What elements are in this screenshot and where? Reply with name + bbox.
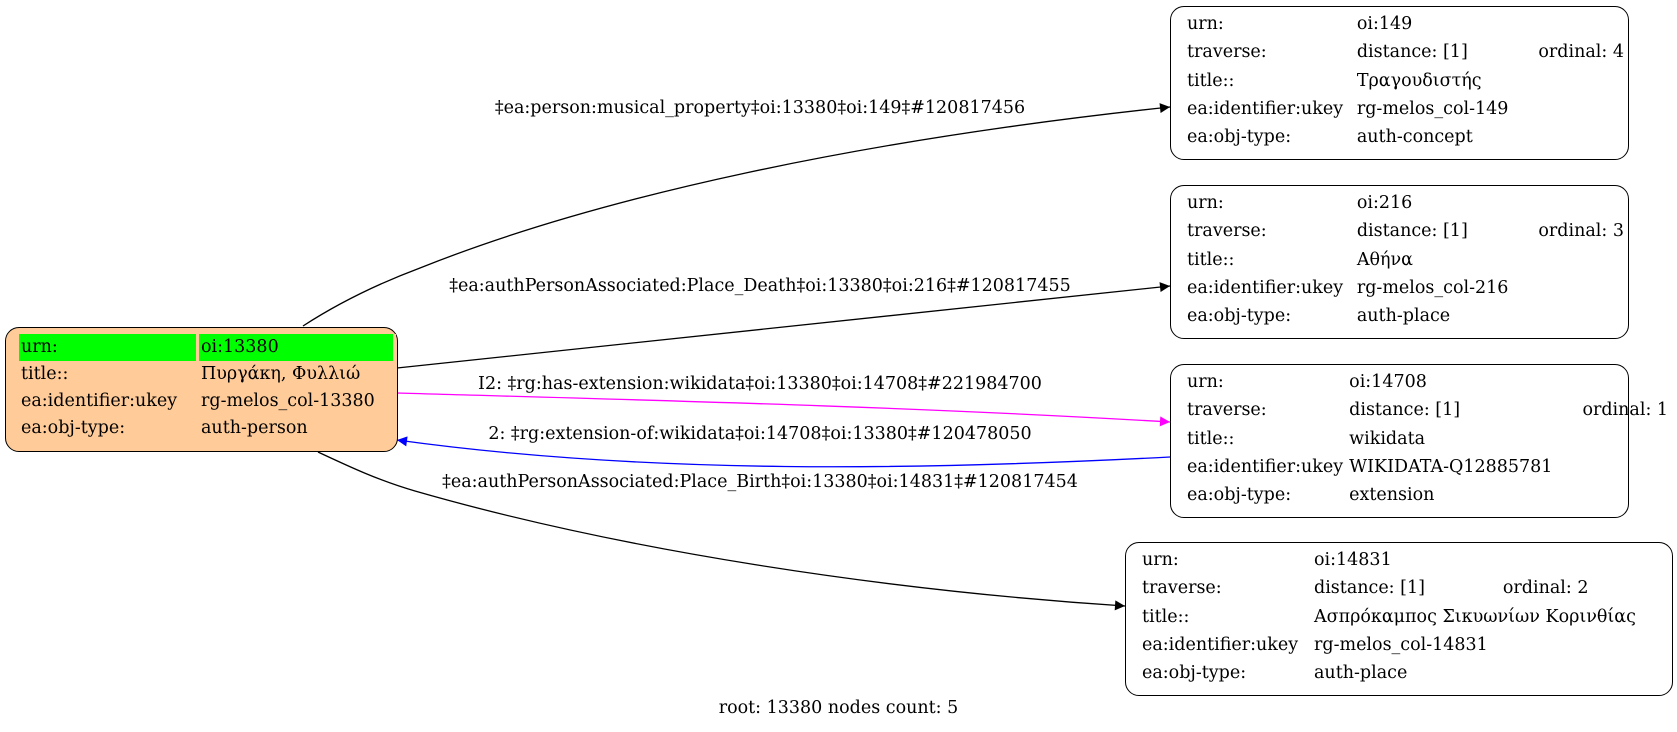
root-field-value: auth-person <box>201 418 308 438</box>
field-value: auth-concept <box>1356 127 1473 148</box>
field-key: ea:identifier:ukey <box>1187 456 1344 477</box>
node-row-traverse: traverse: distance: [1] ordinal: 2 <box>1140 574 1640 602</box>
node-oi-216[interactable]: urn: oi:216 traverse: distance: [1] ordi… <box>1170 185 1629 339</box>
node-row-urn: urn: oi:14708 <box>1185 368 1672 396</box>
edge-label-extension-of: 2: ‡rg:extension-of:wikidata‡oi:14708‡oi… <box>488 424 1031 444</box>
field-value-distance: distance: [1] <box>1314 578 1425 599</box>
field-value: Ασπρόκαμπος Σικυωνίων Κορινθίας <box>1314 606 1636 627</box>
root-field-key: ea:obj-type: <box>21 418 126 438</box>
node-row-obj-type: ea:obj-type: extension <box>1185 481 1672 509</box>
field-key: ea:obj-type: <box>1187 485 1292 506</box>
edge-line-place-death[interactable] <box>396 282 1171 369</box>
edge-line-has-extension[interactable] <box>396 392 1171 427</box>
field-value: rg-melos_col-216 <box>1356 277 1509 298</box>
node-row-title: title:: Αθήνα <box>1185 246 1628 274</box>
node-oi-14831[interactable]: urn: oi:14831 traverse: distance: [1] or… <box>1125 542 1673 696</box>
field-value: Τραγουδιστής <box>1356 70 1482 91</box>
node-row-ukey: ea:identifier:ukey rg-melos_col-149 <box>1185 95 1628 123</box>
field-value: oi:149 <box>1356 14 1413 34</box>
field-key: title:: <box>1142 606 1190 627</box>
field-key: urn: <box>1187 193 1224 213</box>
field-key: ea:identifier:ukey <box>1142 634 1299 655</box>
field-value-ordinal: ordinal: 1 <box>1582 400 1669 421</box>
root-node-row-title: title:: Πυργάκη, Φυλλιώ <box>19 361 396 388</box>
field-value: extension <box>1349 485 1435 506</box>
field-key: ea:identifier:ukey <box>1187 277 1344 298</box>
edge-label-place-death: ‡ea:authPersonAssociated:Place_Death‡oi:… <box>449 276 1070 296</box>
root-field-key: ea:identifier:ukey <box>21 391 178 411</box>
field-value: rg-melos_col-149 <box>1356 98 1509 119</box>
node-row-title: title:: Τραγουδιστής <box>1185 67 1628 95</box>
node-row-urn: urn: oi:149 <box>1185 10 1628 38</box>
field-key: title:: <box>1187 428 1235 449</box>
field-value: WIKIDATA-Q12885781 <box>1349 456 1553 477</box>
field-value: oi:14831 <box>1314 550 1392 570</box>
root-node-row-obj-type: ea:obj-type: auth-person <box>19 415 396 442</box>
edge-line-place-birth[interactable] <box>317 451 1126 611</box>
field-key: ea:obj-type: <box>1142 663 1247 684</box>
node-table: urn: oi:149 traverse: distance: [1] ordi… <box>1185 10 1628 151</box>
node-oi-149[interactable]: urn: oi:149 traverse: distance: [1] ordi… <box>1170 6 1629 160</box>
node-row-obj-type: ea:obj-type: auth-place <box>1140 659 1640 687</box>
node-row-traverse: traverse: distance: [1] ordinal: 1 <box>1185 396 1672 424</box>
field-key: traverse: <box>1187 400 1267 421</box>
field-value: oi:216 <box>1356 193 1413 213</box>
root-node-row-ukey: ea:identifier:ukey rg-melos_col-13380 <box>19 388 396 415</box>
field-key: urn: <box>1187 372 1224 392</box>
root-field-value: rg-melos_col-13380 <box>201 391 375 411</box>
root-field-key: title:: <box>21 364 69 384</box>
edge-label-musical-property: ‡ea:person:musical_property‡oi:13380‡oi:… <box>495 98 1025 118</box>
field-value-distance: distance: [1] <box>1356 221 1468 242</box>
field-key: urn: <box>1142 550 1179 570</box>
field-value-ordinal: ordinal: 3 <box>1538 221 1624 242</box>
node-row-traverse: traverse: distance: [1] ordinal: 4 <box>1185 38 1628 66</box>
node-row-ukey: ea:identifier:ukey rg-melos_col-14831 <box>1140 631 1640 659</box>
node-row-obj-type: ea:obj-type: auth-place <box>1185 302 1628 330</box>
edge-label-place-birth: ‡ea:authPersonAssociated:Place_Birth‡oi:… <box>442 472 1078 492</box>
field-value-distance: distance: [1] <box>1349 400 1461 421</box>
node-table: urn: oi:14831 traverse: distance: [1] or… <box>1140 546 1640 687</box>
field-key: traverse: <box>1142 578 1222 599</box>
root-node-table: urn: oi:13380 title:: Πυργάκη, Φυλλιώ ea… <box>19 334 396 442</box>
node-row-ukey: ea:identifier:ukey rg-melos_col-216 <box>1185 274 1628 302</box>
field-key: traverse: <box>1187 221 1267 242</box>
node-row-traverse: traverse: distance: [1] ordinal: 3 <box>1185 217 1628 245</box>
field-key: ea:identifier:ukey <box>1187 98 1344 119</box>
field-value: oi:14708 <box>1349 372 1427 392</box>
node-row-urn: urn: oi:216 <box>1185 189 1628 217</box>
field-key: title:: <box>1187 249 1235 270</box>
field-value-ordinal: ordinal: 2 <box>1502 578 1589 599</box>
node-row-urn: urn: oi:14831 <box>1140 546 1640 574</box>
edge-line-musical-property[interactable] <box>302 103 1171 327</box>
field-key: ea:obj-type: <box>1187 306 1292 327</box>
field-value: rg-melos_col-14831 <box>1314 634 1488 655</box>
root-field-value: Πυργάκη, Φυλλιώ <box>201 364 361 384</box>
node-oi-14708[interactable]: urn: oi:14708 traverse: distance: [1] or… <box>1170 364 1668 518</box>
node-row-title: title:: wikidata <box>1185 425 1672 453</box>
field-value-distance: distance: [1] <box>1356 42 1468 63</box>
node-row-obj-type: ea:obj-type: auth-concept <box>1185 123 1628 151</box>
root-field-value: oi:13380 <box>199 334 396 361</box>
edge-label-has-extension: I2: ‡rg:has-extension:wikidata‡oi:13380‡… <box>478 374 1042 394</box>
field-key: urn: <box>1187 14 1224 34</box>
field-value-ordinal: ordinal: 4 <box>1538 42 1624 63</box>
graph-footer: root: 13380 nodes count: 5 <box>718 698 959 718</box>
node-row-title: title:: Ασπρόκαμπος Σικυωνίων Κορινθίας <box>1140 603 1640 631</box>
node-table: urn: oi:216 traverse: distance: [1] ordi… <box>1185 189 1628 330</box>
field-value: auth-place <box>1314 663 1408 684</box>
root-field-key: urn: <box>19 334 199 361</box>
field-key: ea:obj-type: <box>1187 127 1292 148</box>
field-value: auth-place <box>1356 306 1451 327</box>
root-node-row-urn: urn: oi:13380 <box>19 334 396 361</box>
root-node[interactable]: urn: oi:13380 title:: Πυργάκη, Φυλλιώ ea… <box>5 327 398 452</box>
field-value: wikidata <box>1349 428 1426 449</box>
node-table: urn: oi:14708 traverse: distance: [1] or… <box>1185 368 1672 509</box>
field-key: traverse: <box>1187 42 1267 63</box>
edge-line-extension-of[interactable] <box>396 436 1171 468</box>
field-key: title:: <box>1187 70 1235 91</box>
field-value: Αθήνα <box>1356 249 1413 270</box>
node-row-ukey: ea:identifier:ukey WIKIDATA-Q12885781 <box>1185 453 1672 481</box>
